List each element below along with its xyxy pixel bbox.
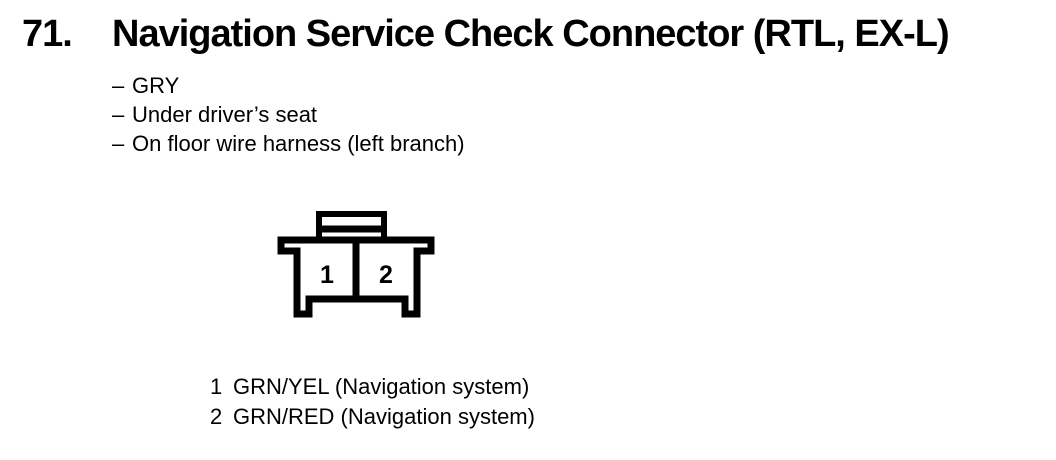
connector-drawing: 1 2 xyxy=(277,211,435,318)
note-location: – Under driver’s seat xyxy=(112,100,465,129)
note-location-label: Under driver’s seat xyxy=(132,102,318,127)
connector-notes: – GRY – Under driver’s seat – On floor w… xyxy=(112,71,465,158)
note-harness: – On floor wire harness (left branch) xyxy=(112,129,465,158)
note-color: – GRY xyxy=(112,71,465,100)
dash-bullet: – xyxy=(112,73,125,98)
pin-row-1: 1 GRN/YEL (Navigation system) xyxy=(210,372,535,402)
pin-1-wire: GRN/YEL (Navigation system) xyxy=(233,374,530,399)
pin-2-number: 2 xyxy=(210,404,223,429)
cavity-2-label: 2 xyxy=(379,261,393,289)
note-harness-label: On floor wire harness (left branch) xyxy=(132,131,465,156)
pin-list: 1 GRN/YEL (Navigation system) 2 GRN/RED … xyxy=(210,372,535,432)
section-number: 71. xyxy=(22,13,73,55)
dash-bullet: – xyxy=(112,131,125,156)
note-color-label: GRY xyxy=(132,73,180,98)
pin-1-number: 1 xyxy=(210,374,223,399)
cavity-1-label: 1 xyxy=(320,261,334,289)
pin-2-wire: GRN/RED (Navigation system) xyxy=(233,404,535,429)
pin-row-2: 2 GRN/RED (Navigation system) xyxy=(210,402,535,432)
page-title: Navigation Service Check Connector (RTL,… xyxy=(112,13,950,55)
connector-diagram: 1 2 xyxy=(270,205,440,325)
dash-bullet: – xyxy=(112,102,125,127)
